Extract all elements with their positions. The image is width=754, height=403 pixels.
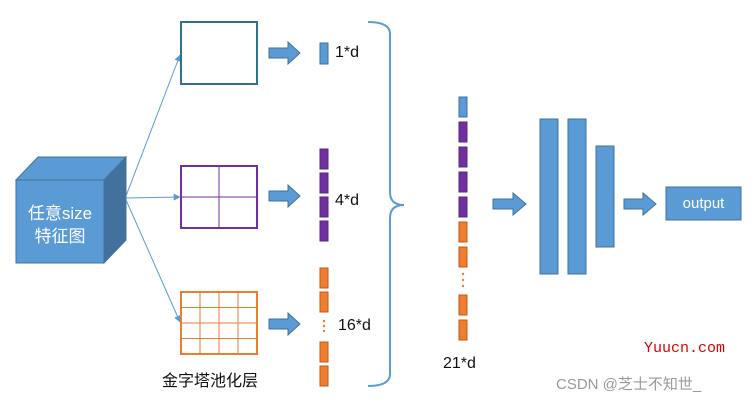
level-3-label: 16*d [338, 317, 371, 334]
output-label: output [682, 195, 725, 212]
vector-4-bins [319, 148, 329, 242]
level-2-label: 4*d [335, 192, 360, 209]
grid-to-vector-arrows [268, 40, 301, 337]
level-1-label: 1*d [335, 44, 360, 61]
vector-16-bins [319, 267, 329, 387]
concat-to-fc-arrow [492, 191, 527, 217]
fc-to-output-arrow [623, 191, 657, 217]
watermark-site: Yuucn.com [644, 340, 726, 357]
output-box [665, 186, 742, 221]
vector-1-bin [319, 42, 329, 65]
concat-brace [367, 21, 405, 387]
concat-label: 21*d [443, 355, 476, 372]
pyramid-caption: 金字塔池化层 [162, 373, 259, 390]
concat-vector [458, 96, 468, 341]
pooling-grid-1x1 [180, 21, 258, 85]
fc-layers [539, 118, 615, 275]
cube-label-line2: 特征图 [34, 227, 86, 246]
feature-map-cube [14, 155, 128, 265]
cube-label-line1: 任意size [27, 204, 93, 223]
pooling-grid-4x4 [180, 291, 258, 355]
pooling-grid-2x2 [180, 165, 258, 229]
cube-connectors [125, 54, 182, 323]
watermark-csdn: CSDN @芝士不知世_ [556, 376, 702, 393]
